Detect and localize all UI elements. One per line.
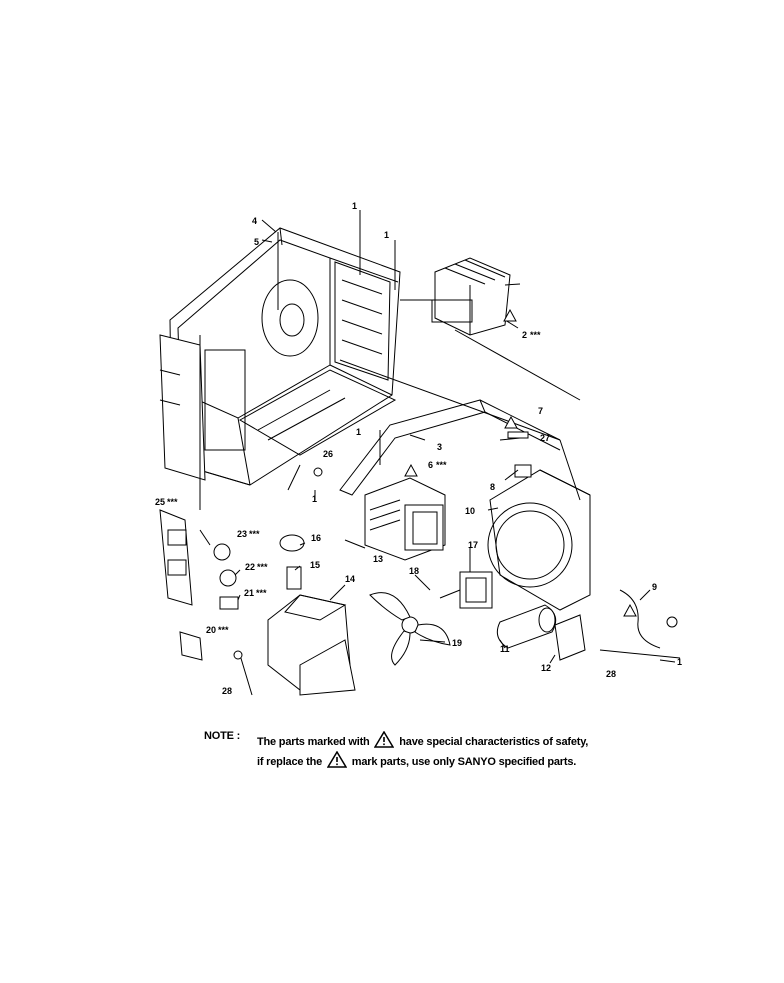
callout-26: 26	[323, 449, 333, 459]
capacitor-part	[496, 604, 557, 649]
callout-3: 3	[437, 442, 442, 452]
callout-15: 15	[310, 560, 320, 570]
callout-stars: ***	[436, 460, 447, 470]
note-line-1-end: have special characteristics of safety,	[399, 736, 589, 748]
callout-2: 2	[522, 330, 527, 340]
callout-9: 9	[652, 582, 657, 592]
callout-14: 14	[345, 574, 355, 584]
note-line-1-start: The parts marked with	[257, 736, 370, 748]
door-switch-assembly	[159, 509, 239, 661]
note-line-2-start: if replace the	[257, 756, 323, 768]
callout-1: 1	[677, 657, 682, 667]
callout-labels: 1 1 4 5 2 *** 7 27 1 3 6 *** 26 1 8 10 2…	[155, 201, 682, 696]
callout-5: 5	[254, 237, 259, 247]
callout-18: 18	[409, 566, 419, 576]
warning-triangle-icon	[374, 731, 395, 748]
callout-11: 11	[500, 644, 510, 654]
capacitor-bracket-part	[554, 614, 586, 661]
air-guide-part	[267, 594, 356, 696]
callout-20: 20	[206, 625, 216, 635]
warning-triangle-icon	[326, 751, 347, 768]
magnetron-part	[364, 477, 446, 561]
callout-1: 1	[356, 427, 361, 437]
note-line-2-end: mark parts, use only SANYO specified par…	[351, 756, 577, 768]
callout-17: 17	[468, 540, 478, 550]
callout-stars: ***	[218, 625, 229, 635]
callout-stars: ***	[249, 529, 260, 539]
callout-25: 25	[155, 497, 165, 507]
callout-10: 10	[465, 506, 475, 516]
cabinet-frame	[159, 227, 401, 486]
callout-27: 27	[540, 433, 550, 443]
callout-stars: ***	[167, 497, 178, 507]
callout-28: 28	[222, 686, 232, 696]
callout-8: 8	[490, 482, 495, 492]
fan-duct-part	[487, 469, 591, 611]
note-label: NOTE :	[204, 730, 241, 742]
callout-1: 1	[312, 494, 317, 504]
callout-1: 1	[384, 230, 389, 240]
leader-lines	[199, 210, 676, 664]
callout-1: 1	[352, 201, 357, 211]
callout-23: 23	[237, 529, 247, 539]
fan-blade-part	[369, 592, 451, 666]
callout-22: 22	[245, 562, 255, 572]
callout-19: 19	[452, 638, 462, 648]
fan-motor-part	[439, 571, 493, 609]
warning-triangle-icon	[404, 308, 637, 617]
callout-13: 13	[373, 554, 383, 564]
transformer-part	[431, 257, 511, 336]
callout-21: 21	[244, 588, 254, 598]
small-parts	[233, 431, 681, 696]
note-line-1: The parts marked with have special chara…	[257, 731, 588, 748]
callout-stars: ***	[257, 562, 268, 572]
callout-12: 12	[541, 663, 551, 673]
callout-28: 28	[606, 669, 616, 679]
callout-stars: ***	[256, 588, 267, 598]
callout-6: 6	[428, 460, 433, 470]
callout-4: 4	[252, 216, 257, 226]
callout-stars: ***	[530, 330, 541, 340]
rail-bracket-part	[339, 399, 561, 496]
callout-16: 16	[311, 533, 321, 543]
callout-7: 7	[538, 406, 543, 416]
note-line-2: if replace the mark parts, use only SANY…	[257, 751, 576, 768]
